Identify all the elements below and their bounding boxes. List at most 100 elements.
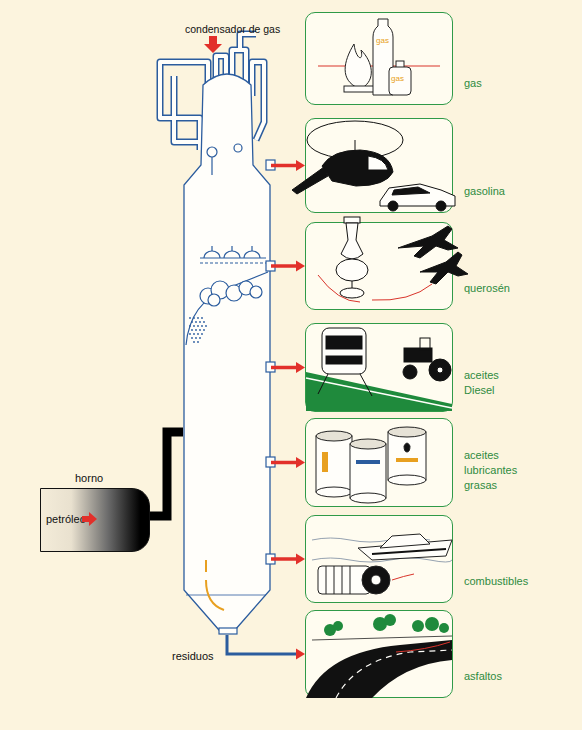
heater-coil: [206, 560, 224, 610]
asphalt-illustration: [396, 642, 450, 652]
kerosene-illustration: [318, 275, 360, 302]
column-internals: [186, 595, 266, 596]
input-arrow: [204, 36, 222, 53]
packing-dots: [193, 333, 195, 335]
gas-illustration: [396, 61, 404, 68]
gas-illustration: [345, 44, 371, 88]
column-internals: [224, 251, 240, 258]
flow-line: [271, 557, 297, 561]
condenser-pipe: [160, 62, 208, 150]
asphalt-illustration: [306, 614, 452, 698]
packing-dots: [197, 325, 199, 327]
oil-can-illustration: [350, 444, 386, 498]
fuel-illustration: [372, 549, 446, 554]
product-name: combustibles: [464, 574, 528, 589]
fuel-illustration: [312, 558, 452, 562]
packing-dots: [201, 317, 203, 319]
gas-illustration: [389, 67, 411, 95]
outlet-nozzle: [266, 457, 275, 467]
fuel-illustration: [326, 566, 327, 594]
flow-line: [150, 432, 183, 516]
product-name: gas: [464, 76, 482, 91]
flow-arrow: [227, 635, 305, 659]
packing-dots: [201, 325, 203, 327]
flow-arrow: [271, 362, 305, 373]
column-internals: [186, 144, 268, 595]
oil-can-illustration: [396, 458, 418, 462]
oil-can-illustration: [356, 460, 380, 464]
column-internals: [234, 144, 242, 152]
distillation-column: condensador de gas: [183, 45, 271, 635]
product-name: querosén: [464, 281, 510, 296]
asphalt-illustration: [412, 620, 424, 632]
condenser-pipe: [160, 62, 208, 150]
diesel-illustration: [306, 328, 452, 411]
fuel-illustration: [392, 574, 414, 580]
column-internals: [231, 246, 232, 251]
diesel-illustration: [326, 336, 362, 349]
kerosene-illustration: [340, 288, 364, 298]
packing-dots: [197, 333, 199, 335]
oil-can-illustration: [388, 475, 426, 485]
fuel-illustration: [362, 566, 390, 594]
oil-can-illustration: [322, 452, 328, 472]
arrow-head: [296, 457, 305, 468]
product-panel: aceites Diesel: [305, 323, 453, 412]
asphalt-illustration: [425, 617, 439, 631]
arrow-head: [296, 160, 305, 171]
part-name: condensador de gas: [185, 23, 280, 35]
packing-dots: [193, 317, 195, 319]
column-internals: [200, 281, 262, 306]
kerosene-illustration: [372, 284, 432, 300]
column-internals: [211, 157, 212, 175]
fuel-illustration: [318, 566, 370, 594]
gasoline-illustration: [355, 140, 356, 152]
asphalt-illustration: [324, 614, 449, 636]
kerosene-illustration: [336, 259, 368, 281]
asphalt-illustration: [373, 617, 387, 631]
packing-dots: [191, 337, 193, 339]
asphalt-illustration: [336, 650, 452, 698]
packing-dots: [199, 337, 201, 339]
flow-line: [271, 461, 297, 465]
heater-coil: [205, 560, 207, 572]
kerosene-illustration: [420, 252, 468, 284]
condenser-pipe: [174, 76, 200, 142]
product-name: aceites lubricantes grasas: [464, 448, 528, 493]
condenser-pipe: [252, 62, 264, 140]
gasoline-illustration: [436, 201, 446, 211]
asphalt-illustration: [439, 623, 449, 633]
asphalt-illustration: [324, 624, 336, 636]
column-internals: [200, 262, 266, 263]
heater-coil: [206, 580, 224, 610]
packing-dots: [191, 321, 193, 323]
fuel-illustration: [380, 534, 430, 548]
condenser-pipe: [174, 76, 200, 142]
packing-dots: [189, 317, 207, 343]
packing-dots: [203, 329, 205, 331]
asphalt-illustration: [333, 621, 343, 631]
arrow-head: [296, 362, 305, 373]
gasoline-illustration: [322, 150, 393, 186]
column-internals: [186, 272, 268, 345]
product-panel: asfaltos: [305, 610, 453, 698]
condenser-pipe: [252, 62, 264, 140]
flow-line: [227, 635, 297, 654]
column-internals: [200, 288, 216, 304]
product-panel: combustibles: [305, 515, 453, 603]
flow-arrow: [271, 261, 305, 272]
packing-dots: [205, 325, 207, 327]
diesel-illustration: [429, 359, 451, 381]
outlet-nozzle: [266, 261, 275, 271]
gasoline-illustration: [388, 201, 398, 211]
oil-can-illustration: [350, 493, 386, 503]
asphalt-illustration: [384, 614, 396, 626]
flow-line: [271, 264, 297, 268]
diesel-illustration: [437, 367, 443, 373]
packing-dots: [199, 321, 201, 323]
packing-dots: [195, 329, 197, 331]
packing-dots: [189, 325, 191, 327]
